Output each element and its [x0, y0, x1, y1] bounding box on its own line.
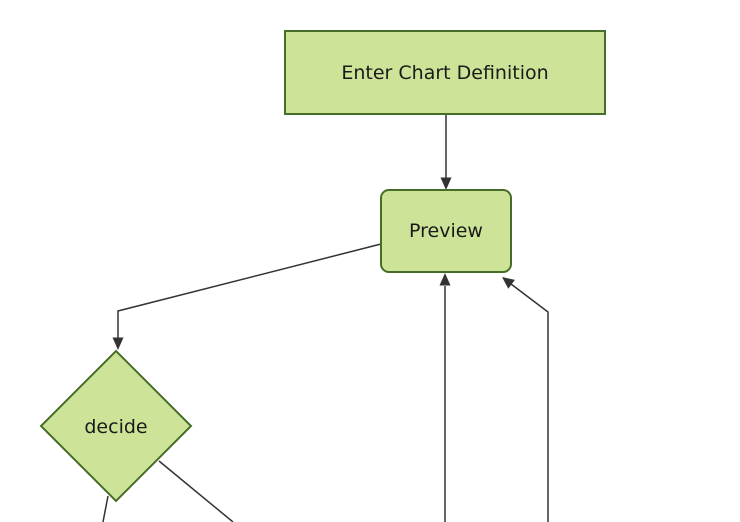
node-rounded-rectangle [380, 189, 512, 273]
node-enter-chart-definition: Enter Chart Definition [284, 30, 606, 115]
edge-decide-to-bottom-left [102, 495, 109, 522]
node-label: Preview [409, 220, 483, 242]
edge-line [158, 460, 234, 522]
edge-preview-to-decide [112, 243, 382, 350]
node-label: decide [84, 416, 147, 438]
edge-line [510, 283, 549, 522]
edge-enter-to-preview [440, 115, 452, 190]
node-rectangle [284, 30, 606, 115]
arrowhead-down-icon [112, 337, 124, 350]
arrowhead-down-icon [440, 177, 452, 190]
node-preview: Preview [380, 189, 512, 273]
node-diamond [39, 349, 193, 503]
node-label: Enter Chart Definition [341, 62, 548, 84]
edge-line [102, 495, 109, 522]
edge-bottom-to-preview [439, 273, 451, 522]
node-decide: decide [39, 349, 193, 503]
edge-bottom-to-preview-corner [502, 277, 549, 522]
edge-line [117, 243, 382, 339]
arrowhead-up-left-icon [502, 277, 515, 289]
arrowhead-up-icon [439, 273, 451, 286]
edge-decide-to-bottom-right [158, 460, 234, 522]
